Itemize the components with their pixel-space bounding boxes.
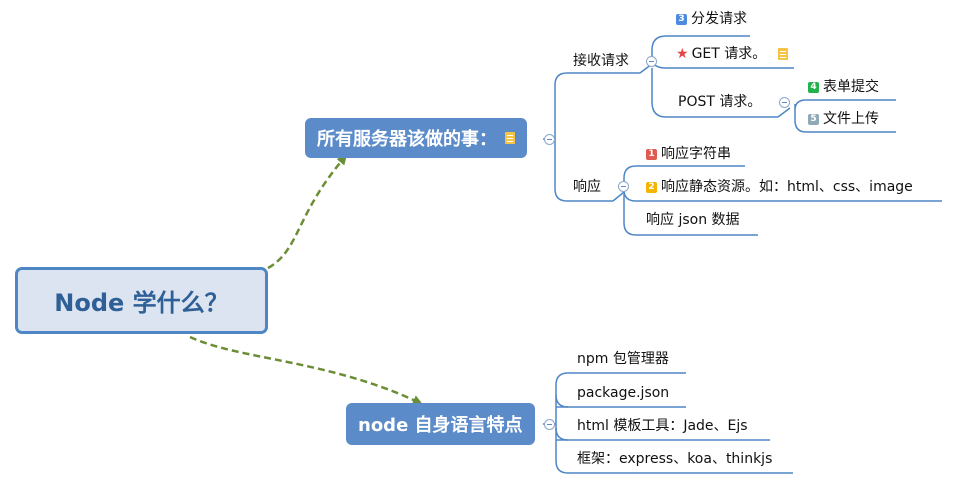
node-file-upload[interactable]: 5 文件上传 — [808, 110, 879, 128]
node-npm[interactable]: npm 包管理器 — [577, 350, 669, 368]
post-trunk — [794, 99, 896, 133]
priority-3-icon: 3 — [676, 13, 687, 25]
topic-node-language[interactable]: node 自身语言特点 — [346, 403, 535, 445]
node-receive-request-label: 接收请求 — [573, 53, 629, 69]
node-get-request[interactable]: ★ GET 请求。 — [676, 45, 789, 63]
receive-trunk — [651, 35, 778, 118]
collapse-toggle-post[interactable] — [779, 97, 790, 108]
node-npm-label: npm 包管理器 — [577, 351, 669, 367]
node-response-label: 响应 — [573, 179, 601, 195]
node-frameworks[interactable]: 框架：express、koa、thinkjs — [577, 450, 772, 468]
star-icon: ★ — [676, 46, 689, 62]
topic-server-duties-label: 所有服务器该做的事： — [317, 129, 497, 150]
collapse-toggle-language[interactable] — [544, 419, 555, 430]
node-dispatch-request-label: 分发请求 — [691, 11, 747, 27]
node-template-tools[interactable]: html 模板工具：Jade、Ejs — [577, 417, 748, 435]
node-get-request-label: GET 请求。 — [691, 46, 767, 62]
topic-server-duties[interactable]: 所有服务器该做的事： — [305, 118, 527, 158]
root-to-server-connector — [267, 154, 347, 270]
collapse-toggle-response[interactable] — [618, 181, 629, 192]
node-response-string[interactable]: 1 响应字符串 — [646, 145, 731, 163]
node-response-json-label: 响应 json 数据 — [646, 212, 740, 228]
node-form-submit[interactable]: 4 表单提交 — [808, 78, 879, 96]
node-file-upload-label: 文件上传 — [823, 111, 879, 127]
root-to-language-connector — [189, 335, 423, 405]
note-icon[interactable] — [778, 48, 789, 60]
node-receive-request[interactable]: 接收请求 — [573, 52, 629, 70]
node-package-json-label: package.json — [577, 385, 670, 401]
collapse-toggle-receive[interactable] — [646, 56, 657, 67]
node-response-static[interactable]: 2 响应静态资源。如：html、css、image — [646, 178, 913, 196]
node-template-tools-label: html 模板工具：Jade、Ejs — [577, 418, 748, 434]
server-trunk — [554, 72, 640, 202]
note-icon[interactable] — [505, 132, 515, 144]
node-response[interactable]: 响应 — [573, 178, 601, 196]
root-topic-label: Node 学什么？ — [54, 289, 229, 317]
collapse-toggle-server[interactable] — [544, 134, 555, 145]
node-frameworks-label: 框架：express、koa、thinkjs — [577, 451, 773, 467]
priority-1-icon: 1 — [646, 148, 657, 160]
priority-2-icon: 2 — [646, 181, 657, 193]
node-response-string-label: 响应字符串 — [661, 146, 731, 162]
language-trunk — [555, 372, 793, 474]
root-topic[interactable]: Node 学什么？ — [15, 267, 268, 334]
node-dispatch-request[interactable]: 3 分发请求 — [676, 10, 747, 28]
node-post-request-label: POST 请求。 — [678, 94, 762, 110]
priority-5-icon: 5 — [808, 113, 819, 125]
node-form-submit-label: 表单提交 — [823, 79, 879, 95]
node-response-json[interactable]: 响应 json 数据 — [646, 211, 740, 229]
response-trunk — [623, 165, 758, 236]
node-post-request[interactable]: POST 请求。 — [678, 93, 761, 111]
node-package-json[interactable]: package.json — [577, 384, 669, 402]
topic-node-language-label: node 自身语言特点 — [358, 415, 523, 436]
priority-4-icon: 4 — [808, 81, 819, 93]
node-response-static-label: 响应静态资源。如：html、css、image — [661, 179, 913, 195]
